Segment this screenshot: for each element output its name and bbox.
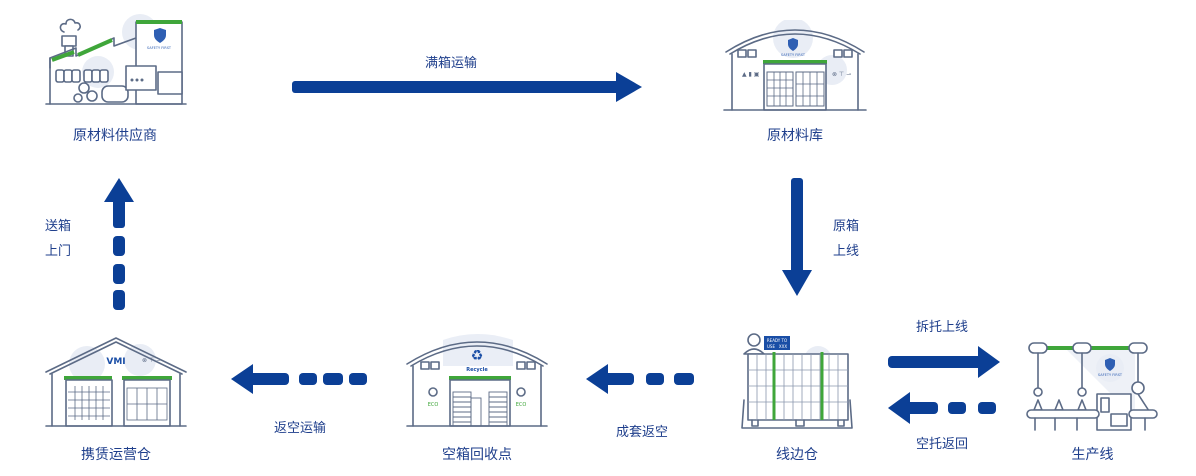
node-recycle-point: ♻ Recycle ECO ECO 空箱回收点 [403, 330, 551, 463]
badge-text: SAFETY FIRST [781, 53, 806, 57]
node-label-production: 生产线 [1071, 447, 1114, 463]
factory-icon: SAFETY FIRST [45, 14, 187, 105]
recycle-warehouse-icon: ♻ Recycle ECO ECO [406, 334, 548, 427]
flow-label-line1: 原箱 [833, 219, 860, 234]
arrow-left-dashed [586, 364, 694, 394]
node-production: SAFETY FIRST 生产线 [1025, 338, 1160, 463]
badge-text: SAFETY FIRST [147, 46, 172, 50]
node-label-vmi: 携赁运营仓 [81, 447, 151, 463]
recycle-sign: Recycle [466, 367, 488, 373]
flow-label-empty-pallet-return: 空托返回 [916, 437, 969, 452]
node-supplier: SAFETY FIRST 原材料供应商 [40, 10, 190, 144]
vmi-sign: VMI [106, 357, 125, 367]
node-lineside: READY TO USE XXX 线边仓 [738, 330, 856, 463]
flow-label-line1: 送箱 [45, 219, 72, 234]
lineside-rack-icon: READY TO USE XXX [741, 333, 853, 429]
sign-line2: USE [767, 344, 775, 349]
svg-text:⊗ ⊤ ⇀: ⊗ ⊤ ⇀ [142, 357, 161, 364]
node-label-recycle-point: 空箱回收点 [442, 447, 512, 463]
svg-text:▲ ▮ ▣: ▲ ▮ ▣ [742, 71, 759, 78]
arrow-down-solid [782, 178, 812, 296]
node-vmi: VMI ⊗ ⊤ ⇀ 携赁运营仓 [42, 330, 190, 463]
flow-label-line2: 上线 [833, 244, 860, 259]
badge-text: SAFETY FIRST [1098, 373, 1123, 377]
eco-label: ECO [428, 402, 439, 408]
sign-code: XXX [779, 344, 787, 349]
recycle-icon: ♻ [471, 348, 484, 364]
vmi-warehouse-icon: VMI ⊗ ⊤ ⇀ [45, 337, 187, 427]
arrow-up-dashed [104, 178, 134, 310]
production-line-icon: SAFETY FIRST [1026, 342, 1158, 431]
warehouse-icon: SAFETY FIRST ▲ ▮ ▣ ⊗ ⊤ ⇀ [723, 20, 867, 111]
arrow-right-solid [292, 72, 642, 102]
flow-label-full-box-transport: 满箱运输 [425, 56, 478, 71]
arrow-right-solid [888, 346, 1000, 378]
node-raw-warehouse: SAFETY FIRST ▲ ▮ ▣ ⊗ ⊤ ⇀ 原材料库 [720, 20, 870, 144]
flow-label-line2: 上门 [45, 244, 72, 259]
flow-label-deliver-box: 送箱 上门 [45, 214, 71, 264]
node-label-raw-warehouse: 原材料库 [767, 128, 823, 144]
sign-line1: READY TO [767, 338, 787, 343]
eco-label: ECO [516, 402, 527, 408]
flow-label-set-return-empty: 成套返空 [616, 425, 669, 440]
svg-text:⊗ ⊤ ⇀: ⊗ ⊤ ⇀ [832, 71, 851, 78]
flow-label-original-box-online: 原箱 上线 [833, 214, 859, 264]
node-label-supplier: 原材料供应商 [73, 128, 157, 144]
flow-label-unpack-online: 拆托上线 [916, 320, 969, 335]
flow-label-empty-return-transport: 返空运输 [274, 421, 327, 436]
arrow-left-dashed [888, 392, 996, 424]
node-label-lineside: 线边仓 [776, 447, 818, 463]
arrow-left-dashed [231, 364, 367, 394]
